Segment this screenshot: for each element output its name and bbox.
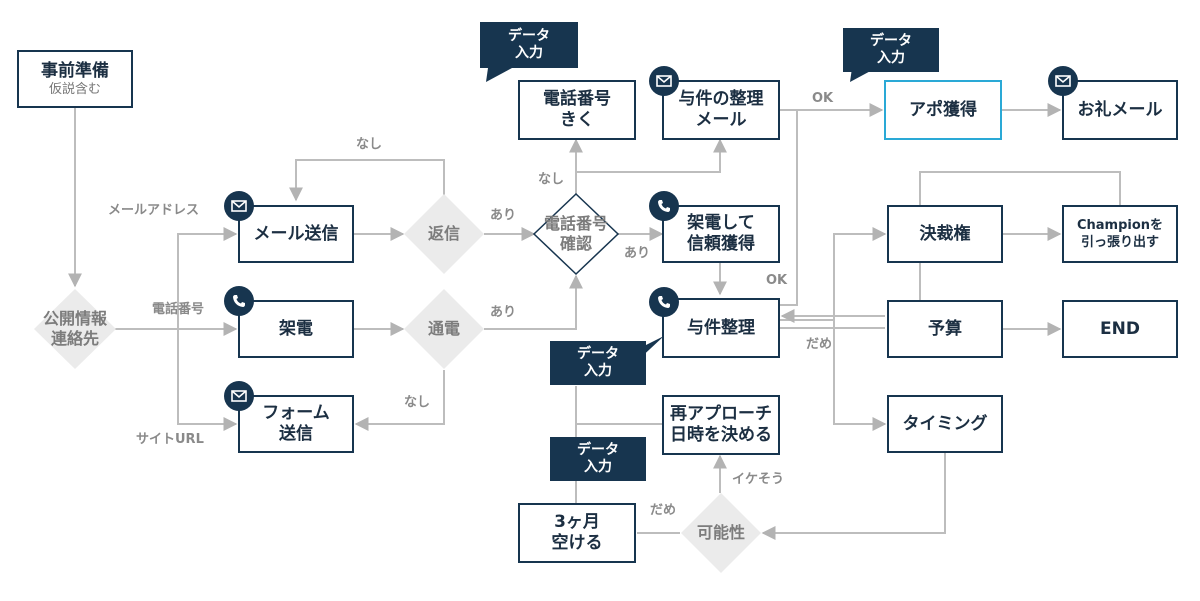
decision-box: 決裁権 — [887, 205, 1003, 263]
data-entry-tag-label: データ 入力 — [577, 442, 619, 475]
public-info-diamond — [34, 289, 116, 369]
appo-box: アポ獲得 — [884, 80, 1002, 140]
edge-label-yes: あり — [624, 246, 651, 261]
edge-label-no-good: だめ — [650, 503, 677, 518]
data-entry-tag-label: データ 入力 — [508, 28, 550, 61]
public-info-text: 公開情報 連絡先 — [42, 309, 108, 348]
edge-label-email-address: メールアドレス — [108, 203, 200, 218]
data-entry-tag-ask-phone: データ 入力 — [480, 22, 578, 68]
end-label: END — [1100, 318, 1140, 339]
call-label: 架電 — [279, 318, 313, 339]
wait3-label: 3ヶ月 空ける — [551, 512, 603, 553]
thanks-mail-label: お礼メール — [1077, 99, 1163, 120]
timing-box: タイミング — [887, 395, 1003, 453]
prep-subtitle: 仮説含む — [48, 81, 101, 97]
edge-label-none: なし — [356, 137, 383, 152]
possibility-diamond — [681, 493, 761, 573]
mail-send-box: メール送信 — [238, 205, 354, 263]
decision-label: 決裁権 — [919, 223, 971, 244]
budget-label: 予算 — [928, 318, 962, 339]
edge-label-phone-number: 電話番号 — [152, 302, 205, 317]
req-organize-box: 与件整理 — [662, 298, 780, 358]
prep-title: 事前準備 — [41, 60, 109, 81]
edge-label-none: なし — [404, 395, 431, 410]
form-send-label: フォーム 送信 — [262, 403, 330, 444]
organize-reqs-mail-box: 与件の整理 メール — [662, 80, 780, 140]
data-entry-tag-wait: データ 入力 — [550, 437, 646, 481]
thanks-mail-box: お礼メール — [1062, 80, 1178, 140]
call-box: 架電 — [238, 300, 354, 358]
phone-check-text: 電話番号 確認 — [543, 214, 609, 253]
phone-check-diamond — [532, 192, 620, 276]
prep-box: 事前準備 仮説含む — [17, 50, 133, 108]
phone-icon — [224, 286, 254, 316]
mail-icon — [649, 66, 679, 96]
wait3-box: 3ヶ月 空ける — [518, 503, 636, 563]
data-entry-tag-label: データ 入力 — [577, 346, 619, 379]
mail-send-label: メール送信 — [253, 223, 339, 244]
edge-label-site-url: サイトURL — [136, 432, 204, 447]
edge-label-promising: イケそう — [732, 472, 785, 487]
data-entry-tag-req: データ 入力 — [550, 341, 646, 385]
appo-label: アポ獲得 — [909, 99, 977, 120]
edge-label-yes: あり — [490, 305, 517, 320]
req-organize-label: 与件整理 — [687, 317, 755, 338]
possibility-text: 可能性 — [696, 523, 746, 542]
edge-label-ok: OK — [766, 273, 788, 288]
ask-phone-box: 電話番号 きく — [518, 80, 636, 140]
reply-diamond — [404, 194, 484, 274]
reapproach-label: 再アプローチ 日時を決める — [670, 404, 772, 445]
champion-label: Championを 引っ張り出す — [1076, 218, 1164, 250]
edge-label-none: なし — [538, 172, 565, 187]
organize-reqs-mail-label: 与件の整理 メール — [678, 89, 764, 130]
mail-icon — [1048, 66, 1078, 96]
trust-call-label: 架電して 信頼獲得 — [687, 213, 755, 254]
mail-icon — [224, 191, 254, 221]
phone-icon — [649, 287, 679, 317]
edge-label-yes: あり — [490, 208, 517, 223]
connect-text: 通電 — [427, 319, 461, 338]
ask-phone-label: 電話番号 きく — [543, 89, 611, 130]
edge-label-ok: OK — [812, 91, 834, 106]
trust-call-box: 架電して 信頼獲得 — [662, 205, 780, 263]
mail-icon — [224, 381, 254, 411]
timing-label: タイミング — [902, 413, 988, 434]
phone-icon — [649, 191, 679, 221]
data-entry-tag-label: データ 入力 — [870, 33, 912, 66]
champion-box: Championを 引っ張り出す — [1062, 205, 1178, 263]
end-box: END — [1062, 300, 1178, 358]
form-send-box: フォーム 送信 — [238, 395, 354, 453]
connect-diamond — [404, 289, 484, 369]
edge-label-no-good: だめ — [806, 337, 833, 352]
budget-box: 予算 — [887, 300, 1003, 358]
reapproach-box: 再アプローチ 日時を決める — [662, 395, 780, 455]
reply-text: 返信 — [427, 224, 461, 243]
data-entry-tag-appo: データ 入力 — [843, 28, 939, 72]
